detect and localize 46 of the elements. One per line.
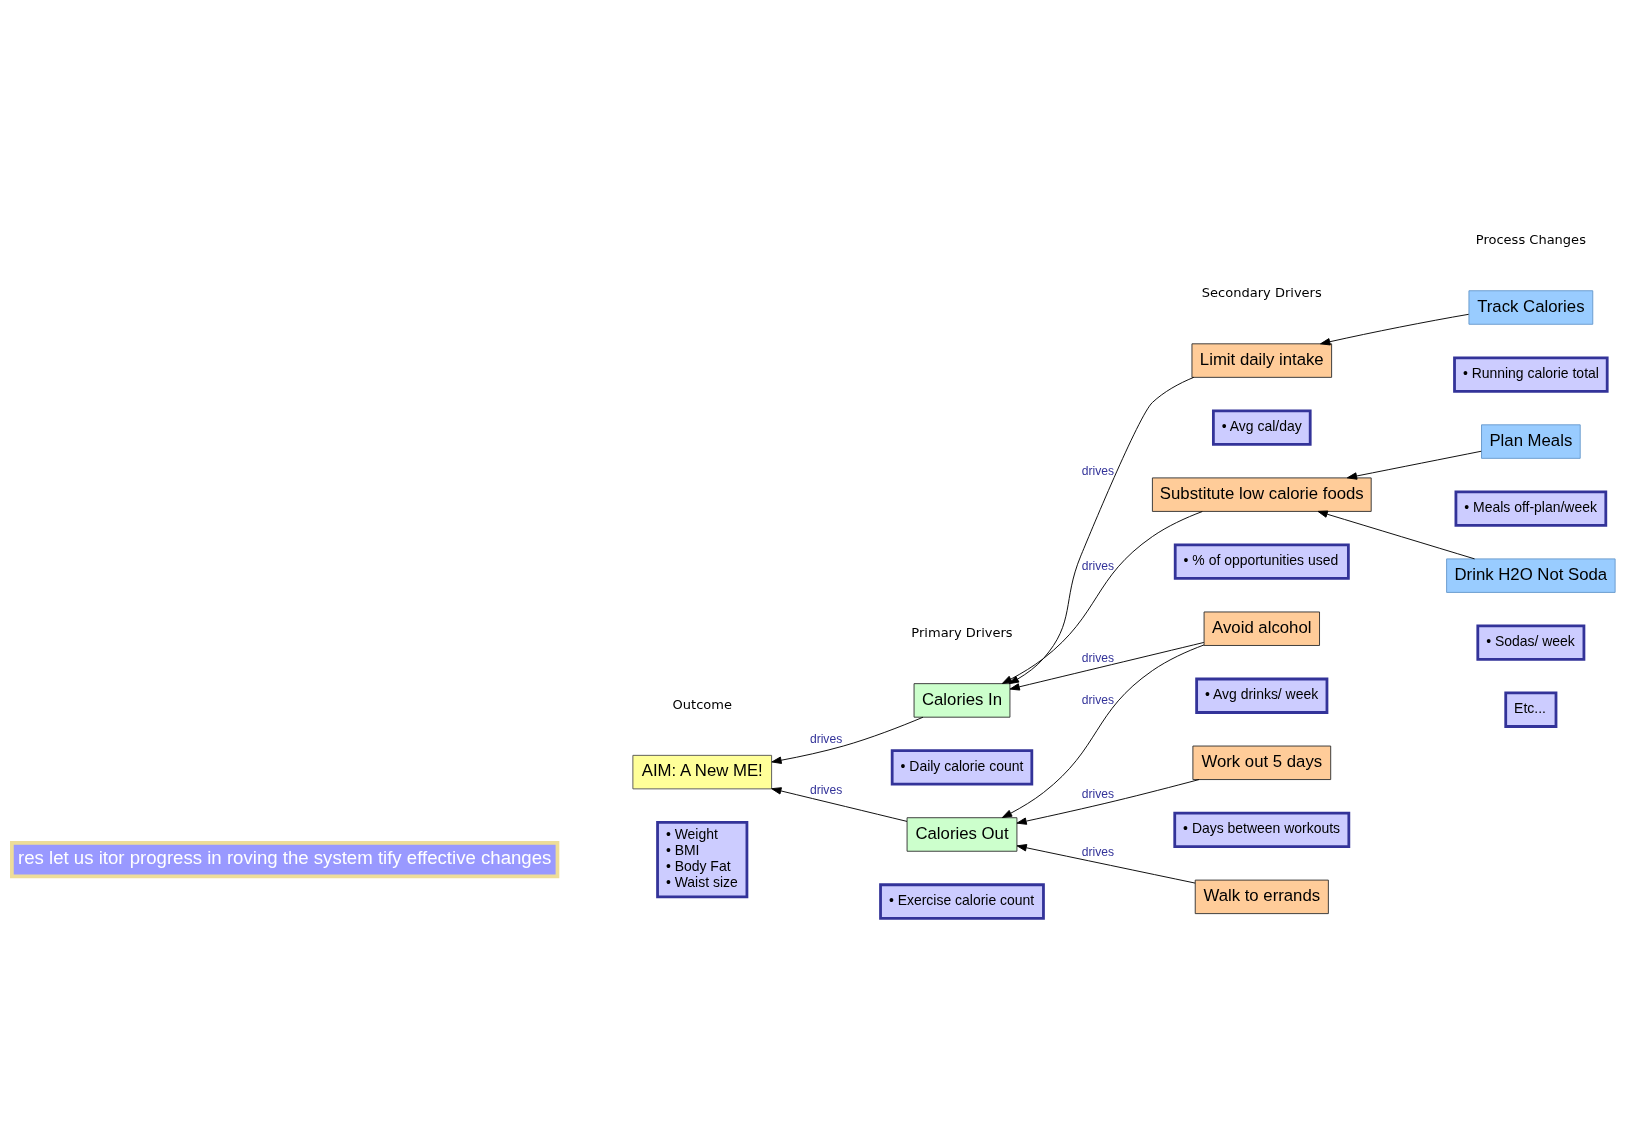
- arrow: [771, 787, 908, 822]
- node-box: res let us itor progress in roving the system tify effective changes: [10, 841, 560, 879]
- edge-label: drives: [1081, 463, 1115, 478]
- arrow: [1001, 511, 1203, 684]
- arrow: [1008, 376, 1195, 685]
- arrow: [771, 716, 924, 764]
- arrow: [1001, 644, 1205, 818]
- node-box: • Sodas/ week: [1476, 624, 1586, 661]
- arrow: [1317, 510, 1476, 560]
- arrow: [1346, 450, 1482, 480]
- node-box: • % of opportunities used: [1173, 543, 1350, 580]
- arrow: [1009, 642, 1205, 691]
- node-box: • Weight • BMI • Body Fat • Waist size: [656, 821, 749, 899]
- edge-label: drives: [1081, 650, 1115, 665]
- node-box: Limit daily intake: [1191, 343, 1333, 378]
- arrow: [1016, 844, 1196, 884]
- node-box: • Daily calorie count: [890, 749, 1034, 786]
- node-box: Work out 5 days: [1192, 745, 1332, 780]
- edge-label: drives: [809, 782, 843, 797]
- node-box: Calories In: [913, 683, 1011, 718]
- node-box: Substitute low calorie foods: [1151, 477, 1372, 512]
- node-box: • Exercise calorie count: [879, 883, 1045, 920]
- node-box: • Running calorie total: [1453, 356, 1609, 393]
- node-box: Walk to errands: [1194, 879, 1329, 915]
- label: Process Changes: [1475, 231, 1586, 247]
- label: Primary Drivers: [911, 624, 1013, 640]
- node-box: Etc...: [1504, 691, 1558, 728]
- edge-label: drives: [1081, 845, 1115, 860]
- node-box: Avoid alcohol: [1203, 611, 1320, 646]
- node-box: Calories Out: [906, 817, 1018, 852]
- edge-label: drives: [1081, 692, 1115, 707]
- node-box: • Meals off-plan/week: [1454, 490, 1608, 527]
- node-box: Plan Meals: [1481, 424, 1581, 459]
- node-box: Track Calories: [1468, 290, 1594, 325]
- arrow: [1016, 779, 1200, 825]
- edge-label: drives: [1081, 786, 1115, 801]
- label: Outcome: [672, 696, 732, 712]
- node-box: AIM: A New ME!: [632, 754, 773, 790]
- edge-label: drives: [1081, 558, 1115, 573]
- node-box: • Avg cal/day: [1212, 409, 1312, 446]
- edge-label: drives: [809, 731, 843, 746]
- label: Secondary Drivers: [1201, 285, 1322, 300]
- node-box: • Avg drinks/ week: [1195, 677, 1329, 714]
- node-box: • Days between workouts: [1173, 811, 1351, 848]
- node-box: Drink H2O Not Soda: [1446, 558, 1616, 593]
- arrow: [1320, 313, 1470, 346]
